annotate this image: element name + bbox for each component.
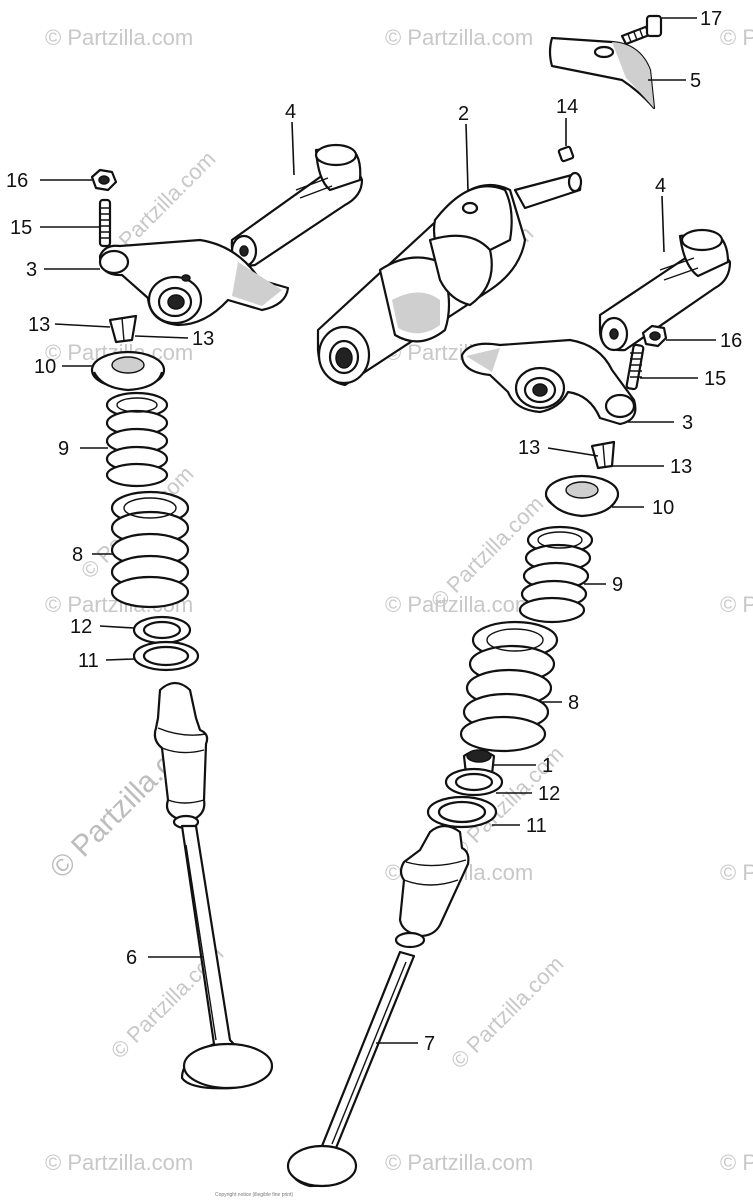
callout-8-left: 8 bbox=[72, 544, 83, 566]
spring-retainer-part-10-right bbox=[544, 474, 620, 518]
callout-12-right: 12 bbox=[538, 783, 560, 805]
callout-15-right: 15 bbox=[704, 368, 726, 390]
rocker-arm-part-3-right bbox=[460, 338, 637, 426]
rocker-arm-part-3-left bbox=[98, 238, 290, 327]
copyright-footnote: Copyright notice (illegible fine print) bbox=[215, 1192, 293, 1198]
oil-guide-plate-part-5 bbox=[548, 36, 656, 110]
nut-part-16-left bbox=[90, 168, 118, 192]
spring-retainer-part-10-left bbox=[90, 350, 166, 392]
bolt-part-17 bbox=[620, 14, 663, 46]
callout-13-right-b: 13 bbox=[670, 456, 692, 478]
watermark: © Partzilla.com bbox=[45, 25, 193, 50]
watermark: © Partzilla.com bbox=[385, 25, 533, 50]
watermark: © Partzilla.com bbox=[385, 1150, 533, 1175]
valve-part-6 bbox=[180, 824, 274, 1090]
callout-11-left: 11 bbox=[78, 650, 99, 672]
callout-3-right: 3 bbox=[682, 412, 693, 434]
spring-seat-part-11-left bbox=[132, 640, 200, 672]
outer-valve-spring-part-8-right bbox=[459, 620, 559, 753]
callout-13-left-b: 13 bbox=[192, 328, 214, 350]
callout-11-right: 11 bbox=[526, 815, 547, 837]
callout-14: 14 bbox=[556, 96, 578, 118]
watermark: © Partzilla.com bbox=[446, 951, 569, 1074]
camshaft-part-2 bbox=[316, 171, 583, 387]
inner-valve-spring-part-9-right bbox=[518, 525, 594, 624]
spring-seat-part-12-right bbox=[444, 767, 504, 797]
dowel-pin-part-14 bbox=[557, 145, 575, 163]
callout-labels: 17 5 14 2 4 4 16 15 3 13 13 10 9 8 12 11… bbox=[6, 8, 742, 1055]
callout-17: 17 bbox=[700, 8, 722, 30]
callout-13-right-a: 13 bbox=[518, 437, 540, 459]
callout-12-left: 12 bbox=[70, 616, 92, 638]
inner-valve-spring-part-9-left bbox=[105, 391, 169, 488]
callout-10-right: 10 bbox=[652, 497, 674, 519]
watermark: © Partzilla.com bbox=[720, 860, 753, 885]
spring-seat-part-11-right bbox=[426, 795, 498, 829]
callout-7: 7 bbox=[424, 1033, 435, 1055]
adjusting-screw-part-15-right bbox=[625, 343, 645, 391]
watermark: © Partzilla.com bbox=[720, 1150, 753, 1175]
valve-guide-right bbox=[394, 824, 470, 949]
outer-valve-spring-part-8-left bbox=[110, 490, 190, 609]
valve-part-7 bbox=[286, 950, 416, 1188]
callout-2: 2 bbox=[458, 103, 469, 125]
callout-9-right: 9 bbox=[612, 574, 623, 596]
callout-16-right: 16 bbox=[720, 330, 742, 352]
valve-cotter-part-13-left bbox=[108, 314, 138, 344]
watermark: © Partzilla.com bbox=[45, 1150, 193, 1175]
callout-4-right: 4 bbox=[655, 175, 666, 197]
callout-3-left: 3 bbox=[26, 259, 37, 281]
leader-lines bbox=[40, 17, 716, 1044]
callout-4-left: 4 bbox=[285, 101, 296, 123]
callout-8-right: 8 bbox=[568, 692, 579, 714]
adjusting-screw-part-15-left bbox=[98, 198, 112, 248]
callout-6: 6 bbox=[126, 947, 137, 969]
rocker-shaft-part-4-right bbox=[598, 228, 732, 352]
callout-16-left: 16 bbox=[6, 170, 28, 192]
valve-guide-left bbox=[153, 681, 209, 830]
callout-5: 5 bbox=[690, 70, 701, 92]
spring-seat-part-12-left bbox=[132, 615, 192, 645]
callout-13-left-a: 13 bbox=[28, 314, 50, 336]
nut-part-16-right bbox=[641, 324, 668, 348]
callout-15-left: 15 bbox=[10, 217, 32, 239]
watermark: © Partzilla.com bbox=[385, 592, 533, 617]
watermark: © Partzilla.com bbox=[720, 592, 753, 617]
callout-9-left: 9 bbox=[58, 438, 69, 460]
callout-10-left: 10 bbox=[34, 356, 56, 378]
rocker-shaft-part-4-left bbox=[230, 143, 364, 268]
watermark: © Partzilla.com bbox=[720, 25, 753, 50]
callout-1: 1 bbox=[542, 755, 553, 777]
